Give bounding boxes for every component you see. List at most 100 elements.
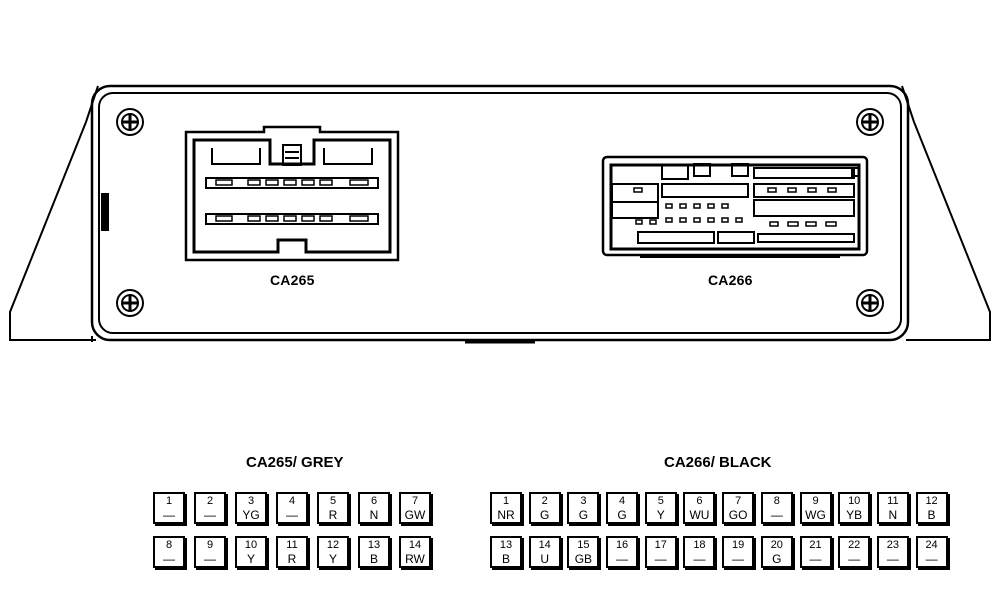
pin-cell: 17— <box>644 536 677 568</box>
pin-number: 9 <box>812 495 819 507</box>
wire-color: YG <box>242 508 260 522</box>
pin-number: 24 <box>925 539 938 551</box>
wire-color: YB <box>846 508 863 522</box>
wire-color: — <box>848 552 861 566</box>
wire-color: — <box>654 552 667 566</box>
pin-number: 8 <box>773 495 780 507</box>
wire-color: R <box>287 552 297 566</box>
wire-color: N <box>369 508 379 522</box>
pin-number: 5 <box>657 495 664 507</box>
pin-number: 9 <box>206 539 214 551</box>
pin-number: 10 <box>848 495 861 507</box>
pin-cell: 2— <box>194 492 226 524</box>
pin-number: 1 <box>502 495 510 507</box>
screw-icon <box>116 289 144 317</box>
pin-number: 17 <box>654 539 667 551</box>
wire-color: — <box>204 508 216 522</box>
ecu-housing <box>90 84 910 342</box>
pin-cell: 18— <box>683 536 716 568</box>
wire-color: B <box>501 552 510 566</box>
wire-color: G <box>540 508 550 522</box>
pin-number: 2 <box>541 495 548 507</box>
pin-number: 13 <box>499 539 513 551</box>
pin-number: 12 <box>326 539 340 551</box>
pin-cell: 8— <box>760 492 793 524</box>
wire-color: GB <box>574 552 593 566</box>
ca266-table-title: CA266/ BLACK <box>664 454 772 471</box>
wire-color: Y <box>656 508 665 522</box>
wire-color: RW <box>405 552 425 566</box>
pin-cell: 23— <box>876 536 909 568</box>
pin-number: 6 <box>696 495 703 507</box>
pin-number: 23 <box>886 539 899 551</box>
pin-number: 12 <box>925 495 938 507</box>
wire-color: NR <box>497 508 515 522</box>
pin-number: 5 <box>329 495 337 507</box>
wire-color: — <box>925 552 938 566</box>
wire-color: — <box>286 508 298 522</box>
pin-number: 11 <box>887 495 899 507</box>
ecu-face-plate <box>98 92 902 334</box>
screw-icon <box>856 289 884 317</box>
wire-color: N <box>888 508 898 522</box>
ca265-table-title: CA265/ GREY <box>246 454 344 471</box>
wire-color: Y <box>328 552 337 566</box>
wire-color: — <box>693 552 706 566</box>
pin-number: 8 <box>165 539 173 551</box>
wire-color: — <box>616 552 629 566</box>
connector-ca266-label: CA266 <box>708 272 753 288</box>
wire-color: — <box>809 552 822 566</box>
pin-number: 10 <box>244 539 258 551</box>
pin-number: 14 <box>408 539 422 551</box>
pin-number: 1 <box>165 495 173 507</box>
wire-color: — <box>163 552 175 566</box>
pin-number: 4 <box>288 495 296 507</box>
wire-color: G <box>772 552 782 566</box>
wire-color: G <box>617 508 627 522</box>
pin-number: 7 <box>411 495 419 507</box>
wire-color: — <box>163 508 175 522</box>
pin-number: 21 <box>809 539 822 551</box>
pin-number: 11 <box>286 539 298 551</box>
connector-ca266-drawing <box>601 155 869 258</box>
pin-cell: 19— <box>722 536 755 568</box>
pin-number: 16 <box>615 539 629 551</box>
pin-number: 14 <box>538 539 551 551</box>
wire-color: U <box>540 552 550 566</box>
pin-number: 2 <box>206 495 214 507</box>
screw-icon <box>856 108 884 136</box>
pin-number: 4 <box>619 495 626 507</box>
wire-color: R <box>328 508 338 522</box>
pin-number: 3 <box>580 495 587 507</box>
pin-cell: 21— <box>799 536 832 568</box>
wire-color: — <box>886 552 899 566</box>
pin-number: 20 <box>770 539 783 551</box>
wire-color: B <box>927 508 936 522</box>
pin-cell: 9— <box>194 536 226 568</box>
wire-color: Y <box>246 552 255 566</box>
pin-number: 15 <box>577 539 590 551</box>
pin-number: 3 <box>247 495 255 507</box>
wire-color: G <box>578 508 589 522</box>
right-flange <box>901 85 991 341</box>
wire-color: GO <box>728 508 748 522</box>
